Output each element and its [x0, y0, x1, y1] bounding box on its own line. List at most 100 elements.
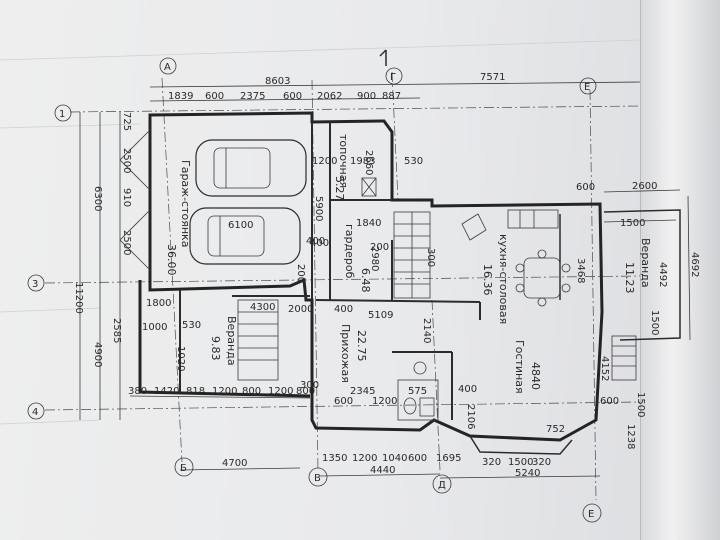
dim-misc-4: 530	[404, 156, 423, 167]
boiler-equipment	[361, 177, 377, 197]
axis-col-a-label: А	[164, 62, 171, 73]
dim-misc-2: 1983	[350, 156, 375, 167]
dim-misc-11: 200	[295, 264, 306, 283]
room-boiler-name: топочная	[337, 134, 350, 188]
dim-misc-29: 600	[576, 182, 595, 193]
room-veranda-left-name: Веранда	[225, 316, 238, 366]
dim-misc-30: 300	[300, 380, 319, 391]
dim-right-6: 1500	[635, 392, 646, 417]
dim-top-seg-5: 2062	[317, 91, 342, 102]
left-dimensions: 11200 6300 4900 725 2500 910 2500 2585	[73, 112, 132, 420]
car-upper	[195, 139, 307, 197]
room-veranda-right-name: Веранда	[639, 238, 652, 288]
dim-misc-16: 2000	[288, 304, 313, 315]
dim-bottom-seg-8: 1350	[322, 453, 347, 464]
dim-misc-18: 2140	[421, 318, 432, 343]
dining-table	[523, 257, 561, 299]
dim-right-5: 4152	[599, 356, 610, 381]
dim-bottom-seg-12: 1695	[436, 453, 461, 464]
axis-rows	[44, 105, 641, 411]
dim-misc-6: 2980	[369, 246, 380, 271]
room-labels: Гараж-стоянка 36.00 6100 5900 топочная 5…	[165, 134, 652, 394]
dim-right-2: 4492	[657, 262, 668, 287]
dim-left-lower: 4900	[92, 342, 103, 367]
room-wardrobe-area: 6.48	[359, 268, 372, 293]
garage-cars	[189, 139, 307, 265]
dim-misc-8: 400	[310, 238, 329, 249]
axis-col-e-bottom-label: Е	[588, 509, 594, 520]
axis-col-a: А	[159, 57, 177, 75]
dim-bottom-seg-15: 320	[532, 457, 551, 468]
dim-bottom-seg-3: 818	[186, 386, 205, 397]
dim-bottom-seg-4: 1200	[212, 386, 237, 397]
dim-misc-31: 400	[306, 236, 325, 247]
bottom-dimensions: 4700 4440 5240 380 1420 818 1200 800 120…	[128, 386, 601, 479]
dim-right-1: 4692	[689, 252, 700, 277]
axis-col-g-label: Г	[390, 72, 396, 83]
room-garage-area: 36.00	[165, 244, 178, 276]
axis-col-v-label: В	[314, 473, 321, 484]
axis-row-1-label: 1	[59, 109, 65, 120]
dim-right-3: 2600	[632, 181, 657, 192]
dim-bottom-total-right: 5240	[515, 468, 540, 479]
dim-misc-1: 1200	[312, 156, 337, 167]
dim-misc-15: 1020	[175, 346, 186, 371]
dim-misc-7: 300	[425, 248, 436, 267]
dim-bottom-seg-7: 800	[296, 386, 315, 397]
axis-col-b: Б	[174, 457, 194, 477]
dim-misc-10: 400	[334, 304, 353, 315]
stairs-hall	[393, 211, 431, 299]
axis-col-g: Г	[385, 67, 403, 85]
room-boiler-area: 5.27	[333, 176, 346, 201]
room-garage-name: Гараж-стоянка	[179, 160, 192, 247]
axis-col-e-bottom: Е	[582, 503, 602, 523]
room-kitchen-name: кухня-столовая	[497, 234, 510, 324]
dim-misc-9: 200	[370, 242, 389, 253]
dim-top-seg-1: 1839	[168, 91, 193, 102]
dim-bottom-seg-6: 1200	[268, 386, 293, 397]
dim-top-seg-7: 887	[382, 91, 401, 102]
dim-misc-23: 600	[600, 396, 619, 407]
dim-bottom-seg-9: 1200	[352, 453, 377, 464]
dim-right-4: 3468	[575, 258, 586, 283]
dim-top-seg-6: 900	[357, 91, 376, 102]
dim-misc-5: 1840	[356, 218, 381, 229]
axis-col-d: Д	[432, 474, 452, 494]
dim-bottom-seg-11: 600	[408, 453, 427, 464]
room-veranda-left-area: 9.83	[209, 336, 222, 361]
room-hall-area: 22.75	[355, 330, 368, 362]
dim-misc-12: 4300	[250, 302, 275, 313]
dim-misc-26: 752	[546, 424, 565, 435]
dim-misc-21: 600	[334, 396, 353, 407]
dim-bottom-seg-1: 380	[128, 386, 147, 397]
axis-row-3: 3	[27, 274, 45, 292]
dim-total-top-right: 7571	[480, 72, 505, 83]
dim-misc-19: 2345	[350, 386, 375, 397]
dim-bottom-total-left: 4700	[222, 458, 247, 469]
dim-misc-24: 2106	[465, 404, 476, 429]
dim-bottom-seg-14: 1500	[508, 457, 533, 468]
room-garage-width: 6100	[228, 220, 253, 231]
dim-bottom-seg-5: 800	[242, 386, 261, 397]
dim-misc-25: 575	[408, 386, 427, 397]
dim-total-top: 8603	[265, 76, 290, 87]
axis-col-e-top: Е	[579, 77, 597, 95]
room-living-area: 4840	[529, 362, 542, 390]
dim-misc-27: 1500	[620, 218, 645, 229]
top-dimensions: 8603 7571 1839 600 2375 600 2062 900 887	[149, 72, 641, 102]
axis-row-4-label: 4	[32, 407, 38, 418]
dim-top-seg-4: 600	[283, 91, 302, 102]
dim-left-seg-5: 2585	[111, 318, 122, 343]
stairs-veranda	[237, 299, 279, 381]
dim-top-seg-3: 2375	[240, 91, 265, 102]
paper-sheet	[0, 0, 700, 540]
stairs-living	[611, 335, 637, 381]
axis-col-b-label: Б	[180, 463, 187, 474]
dim-bottom-total-mid: 4440	[370, 465, 395, 476]
kitchen-furniture	[461, 209, 571, 307]
axis-row-3-label: 3	[32, 279, 38, 290]
room-living-name: Гостиная	[513, 340, 526, 394]
walls	[138, 111, 681, 455]
